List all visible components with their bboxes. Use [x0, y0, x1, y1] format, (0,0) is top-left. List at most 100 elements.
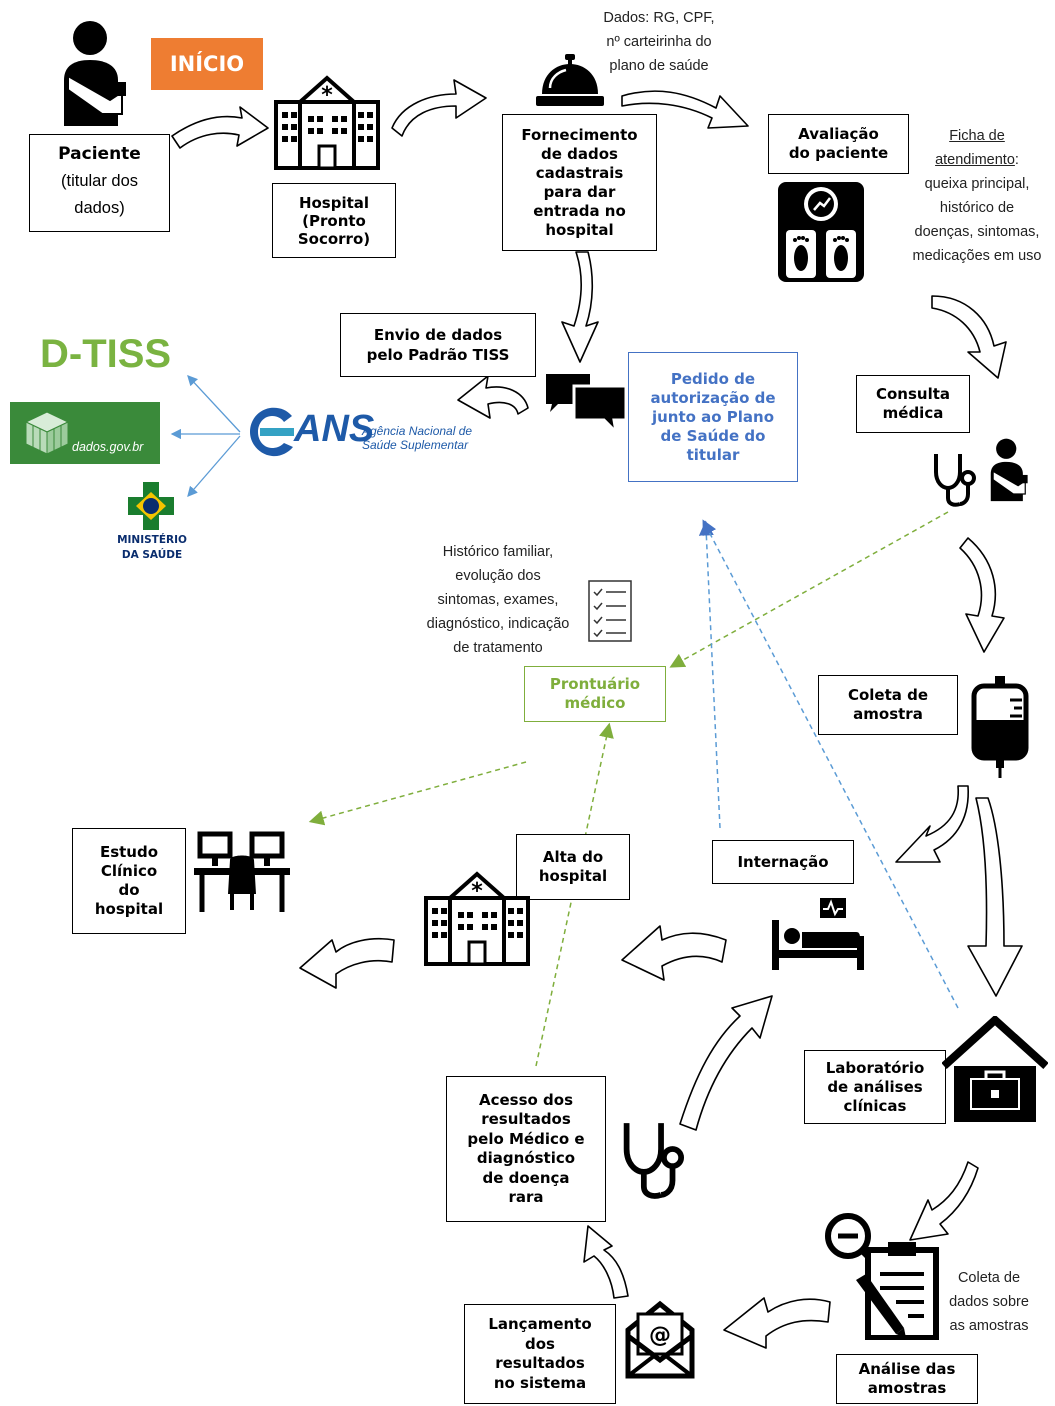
- arrow-hospital-to-study: [299, 937, 395, 989]
- access-line-4: diagnóstico: [476, 1149, 576, 1167]
- arrow-email-to-access: [583, 1225, 629, 1299]
- patient-subtitle-2: dados): [74, 198, 125, 217]
- sample-data-note-line-3: as amostras: [949, 1318, 1029, 1334]
- lab-line-2: de análises: [827, 1077, 923, 1096]
- record-note-line-1: Ficha de: [949, 128, 1005, 144]
- dashed-consult-to-prontuario: [669, 511, 949, 668]
- prontuario-box: Prontuário médico: [524, 666, 666, 722]
- evaluation-box: Avaliação do paciente: [768, 114, 909, 174]
- results-entry-box: Lançamento dos resultados no sistema: [464, 1304, 616, 1404]
- arrow-internment-to-discharge: [621, 925, 727, 981]
- authorization-line-1: Pedido de: [670, 369, 756, 388]
- evaluation-line-1: Avaliação: [798, 125, 879, 143]
- study-line-4: hospital: [94, 900, 164, 918]
- hospital-line-2: (Pronto: [302, 211, 366, 230]
- svg-text:@: @: [649, 1323, 671, 1348]
- discharge-line-1: Alta do: [542, 848, 604, 866]
- history-note-line-4: diagnóstico, indicação: [426, 616, 570, 632]
- registration-line-3: cadastrais: [535, 163, 624, 182]
- history-note: Histórico familiar, evolução dos sintoma…: [412, 540, 584, 660]
- internment-label: Internação: [737, 852, 829, 871]
- results-entry-line-2: dos: [525, 1334, 555, 1353]
- injured-patient-small-icon: [990, 438, 1028, 502]
- authorization-line-3: junto ao Plano: [651, 407, 775, 426]
- registration-line-1: Fornecimento: [521, 125, 638, 144]
- arrow-sample-to-internment: [895, 785, 969, 863]
- registration-line-4: para dar: [543, 182, 616, 201]
- study-line-3: do: [118, 881, 140, 899]
- sample-line-2: amostra: [853, 705, 923, 723]
- history-note-line-2: evolução dos: [455, 568, 541, 584]
- hospital-line-3: Socorro): [297, 229, 371, 248]
- ans-logo: ANS Agência Nacional de Saúde Suplementa…: [248, 404, 484, 462]
- hollow-flow-arrows: [171, 79, 1023, 1349]
- internment-box: Internação: [712, 840, 854, 884]
- prontuario-line-2: médico: [564, 694, 626, 712]
- arrow-registration-to-chat: [561, 251, 599, 363]
- arrow-lab-to-analysis: [909, 1161, 979, 1241]
- record-note: Ficha de atendimento: queixa principal, …: [896, 124, 1055, 268]
- injured-patient-icon: [64, 21, 126, 126]
- dashed-internment-to-authorization: [698, 520, 721, 829]
- start-label-text: INÍCIO: [169, 51, 245, 76]
- access-box: Acesso dos resultados pelo Médico e diag…: [446, 1076, 606, 1222]
- tiss-line-2: pelo Padrão TISS: [366, 346, 510, 364]
- evaluation-line-2: do paciente: [788, 144, 889, 162]
- clipboard-search-icon: [825, 1213, 939, 1340]
- registration-line-5: entrada no: [533, 201, 626, 220]
- dados-gov-cube-icon: [24, 411, 70, 455]
- lab-line-3: clínicas: [843, 1096, 907, 1115]
- ans-acronym: ANS: [294, 408, 375, 450]
- consult-line-1: Consulta: [875, 385, 951, 403]
- arrow-patient-to-hospital: [171, 106, 269, 149]
- registration-line-2: de dados: [541, 144, 618, 163]
- dashed-lab-to-authorization: [702, 519, 959, 1009]
- registration-note-line-3: plano de saúde: [609, 58, 709, 74]
- patient-subtitle-1: (titular dos: [60, 171, 139, 190]
- authorization-line-5: titular: [686, 445, 740, 464]
- authorization-line-2: autorização de: [650, 388, 776, 407]
- arrow-hospital-to-registration: [391, 79, 487, 137]
- history-note-line-3: sintomas, exames,: [437, 592, 559, 608]
- record-note-line-2-suffix: :: [1014, 152, 1019, 168]
- ministerio-line-1: MINISTÉRIO: [117, 534, 187, 546]
- arrow-ans-to-ministerio: [187, 435, 241, 497]
- access-line-6: rara: [508, 1188, 544, 1206]
- sample-data-note: Coleta de dados sobre as amostras: [934, 1266, 1044, 1338]
- hospital-bed-icon: [772, 898, 864, 970]
- access-line-2: resultados: [481, 1110, 571, 1128]
- registration-note-line-2: nº carteirinha do: [606, 34, 712, 50]
- record-note-line-6: medicações em uso: [912, 248, 1042, 264]
- consult-line-2: médica: [882, 404, 944, 422]
- hospital-box: Hospital (Pronto Socorro): [272, 183, 396, 258]
- dtiss-logo-text: D-TISS: [40, 332, 172, 376]
- svg-text:*: *: [321, 83, 333, 108]
- access-line-1: Acesso dos: [478, 1090, 574, 1109]
- dados-gov-text: dados.gov.br: [72, 440, 144, 454]
- consult-box: Consulta médica: [856, 375, 970, 433]
- hospital-icon: *: [424, 871, 530, 966]
- registration-line-6: hospital: [545, 220, 614, 239]
- patient-title: Paciente: [58, 143, 141, 164]
- lab-box: Laboratório de análises clínicas: [804, 1050, 946, 1124]
- sample-box: Coleta de amostra: [818, 675, 958, 735]
- hospital-icon: *: [274, 75, 380, 170]
- prontuario-dashed-arrows: [308, 511, 949, 1067]
- record-note-line-4: histórico de: [939, 200, 1015, 216]
- tiss-line-1: Envio de dados: [373, 326, 503, 344]
- authorization-line-4: de Saúde do: [660, 426, 766, 445]
- chat-bubbles-icon: [546, 374, 628, 434]
- history-note-line-5: de tratamento: [453, 640, 543, 656]
- results-entry-line-3: resultados: [495, 1354, 585, 1372]
- arrow-chat-to-ans: [457, 375, 529, 419]
- ans-fullname-line-2: Saúde Suplementar: [362, 438, 469, 452]
- ministerio-cross-icon: [128, 482, 174, 530]
- laboratory-house-icon: [942, 1016, 1048, 1122]
- patient-box: Paciente (titular dos dados): [29, 134, 170, 232]
- ans-fullname: Agência Nacional de Saúde Suplementar: [362, 424, 472, 452]
- authorization-box: Pedido de autorização de junto ao Plano …: [628, 352, 798, 482]
- hospital-line-1: Hospital: [298, 193, 370, 212]
- discharge-box: Alta do hospital: [516, 834, 630, 900]
- blood-bag-icon: [971, 676, 1029, 778]
